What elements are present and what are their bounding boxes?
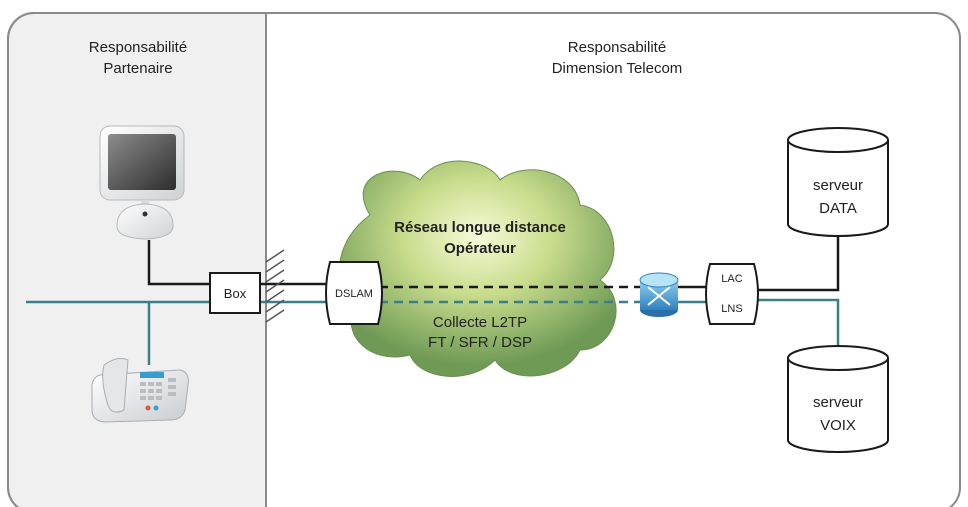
partner-zone-title-line1: Responsabilité	[89, 39, 187, 56]
cloud-sub-line2: FT / SFR / DSP	[428, 334, 532, 351]
voice-server-label-line2: VOIX	[820, 417, 856, 434]
cloud-title-line2: Opérateur	[444, 240, 516, 257]
operator-zone-title-line2: Dimension Telecom	[552, 60, 683, 77]
dslam-label: DSLAM	[335, 288, 373, 300]
data-server-label-line2: DATA	[819, 200, 857, 217]
lns-to-data-server-line	[756, 235, 840, 292]
dslam-node	[325, 261, 383, 325]
lac-lns-node	[705, 263, 759, 325]
demarcation-hatch	[265, 249, 285, 323]
box-label: Box	[224, 286, 247, 301]
partner-zone-title-line2: Partenaire	[103, 60, 172, 77]
lns-to-voice-server-line	[756, 298, 840, 345]
data-server-icon	[787, 127, 889, 237]
operator-network-cloud	[339, 160, 617, 377]
computer-data-line	[147, 240, 210, 286]
lns-label: LNS	[721, 303, 742, 315]
computer-icon	[99, 125, 185, 240]
voice-server-icon	[787, 345, 889, 453]
box-node	[209, 272, 261, 314]
cloud-sub-line1: Collecte L2TP	[433, 314, 527, 331]
lac-label: LAC	[721, 273, 742, 285]
operator-zone-title-line1: Responsabilité	[568, 39, 666, 56]
data-server-label-line1: serveur	[813, 177, 863, 194]
router-icon	[639, 272, 679, 317]
voice-server-label-line1: serveur	[813, 394, 863, 411]
cloud-title-line1: Réseau longue distance	[394, 219, 566, 236]
telephone-icon	[91, 357, 189, 423]
